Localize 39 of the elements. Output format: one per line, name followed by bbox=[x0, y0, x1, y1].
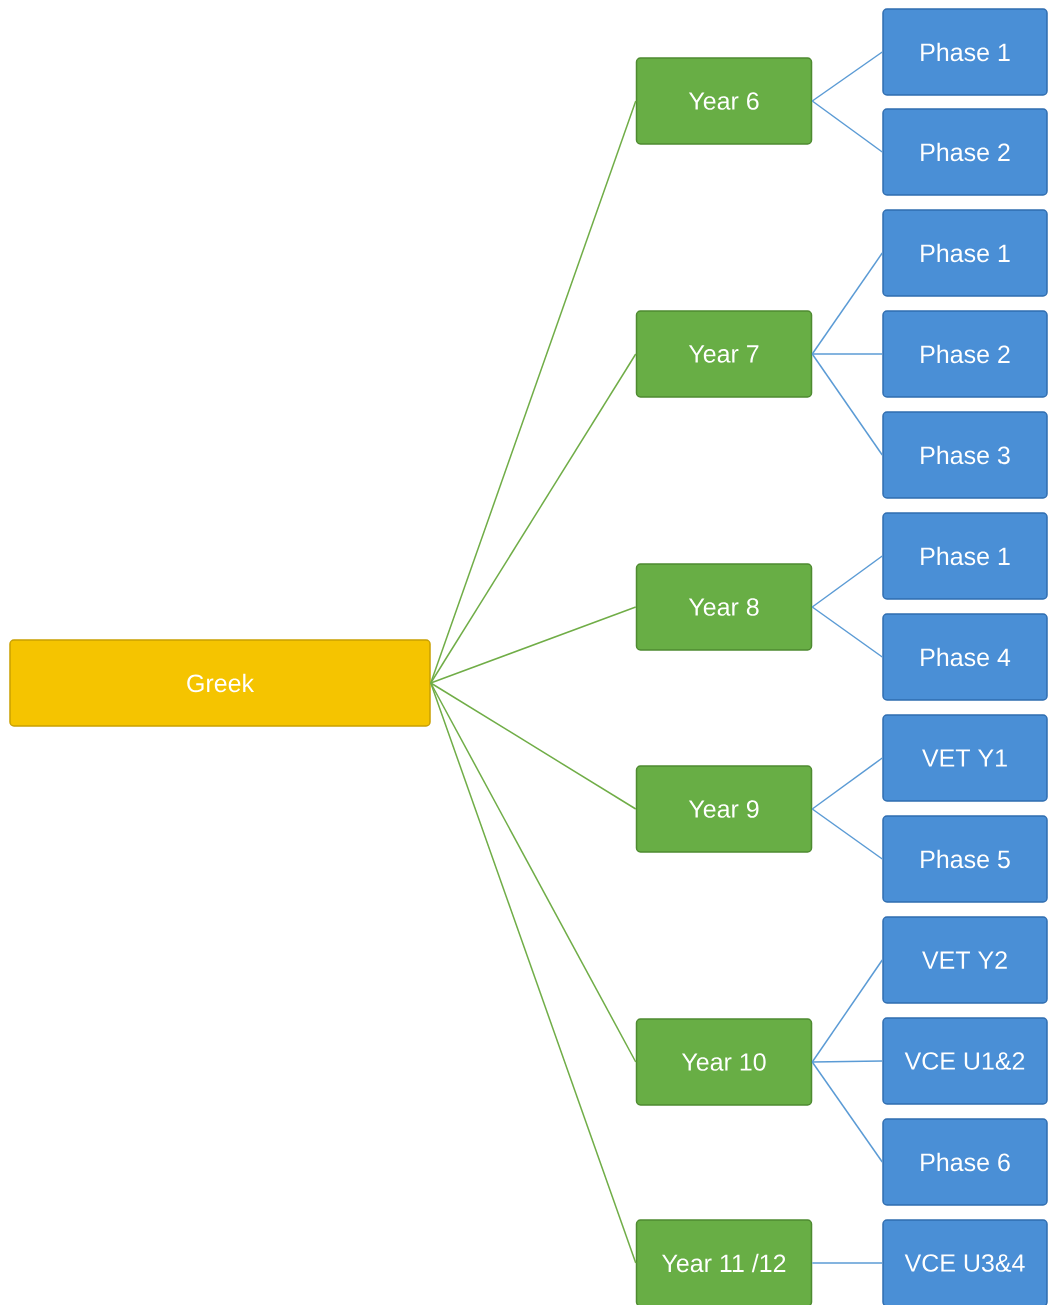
phase-box: Phase 6 bbox=[882, 1118, 1048, 1206]
year-box: Year 9 bbox=[635, 765, 813, 853]
connector-line bbox=[430, 682, 637, 1063]
phase-box: VCE U3&4 bbox=[882, 1219, 1048, 1305]
phase-box: Phase 1 bbox=[882, 512, 1048, 600]
connector-line bbox=[811, 353, 883, 355]
year-box: Year 11 /12 bbox=[635, 1219, 813, 1305]
phase-box: Phase 3 bbox=[882, 411, 1048, 499]
phase-box: Phase 4 bbox=[882, 613, 1048, 701]
connector-line bbox=[811, 555, 883, 608]
phase-box: VET Y1 bbox=[882, 714, 1048, 802]
phase-box: Phase 1 bbox=[882, 209, 1048, 297]
connector-line bbox=[811, 757, 883, 810]
connector-line bbox=[430, 353, 637, 684]
connector-line bbox=[811, 51, 883, 102]
connector-line bbox=[811, 808, 883, 860]
connector-line bbox=[811, 1060, 883, 1063]
connector-line bbox=[811, 100, 883, 153]
phase-box: Phase 2 bbox=[882, 108, 1048, 196]
connector-line bbox=[430, 606, 637, 684]
phase-box: Phase 5 bbox=[882, 815, 1048, 903]
connector-line bbox=[430, 682, 637, 1264]
connector-line bbox=[811, 1262, 883, 1264]
connector-line bbox=[811, 606, 883, 658]
connector-line bbox=[811, 1061, 883, 1163]
phase-box: VET Y2 bbox=[882, 916, 1048, 1004]
year-box: Year 8 bbox=[635, 563, 813, 651]
root-box: Greek bbox=[9, 639, 431, 727]
connector-line bbox=[811, 959, 883, 1063]
connector-line bbox=[430, 682, 637, 810]
phase-box: Phase 1 bbox=[882, 8, 1048, 96]
connector-line bbox=[430, 100, 637, 684]
connector-line bbox=[811, 252, 883, 355]
phase-box: VCE U1&2 bbox=[882, 1017, 1048, 1105]
year-box: Year 6 bbox=[635, 57, 813, 145]
year-box: Year 7 bbox=[635, 310, 813, 398]
phase-box: Phase 2 bbox=[882, 310, 1048, 398]
connector-line bbox=[811, 353, 883, 456]
year-box: Year 10 bbox=[635, 1018, 813, 1106]
